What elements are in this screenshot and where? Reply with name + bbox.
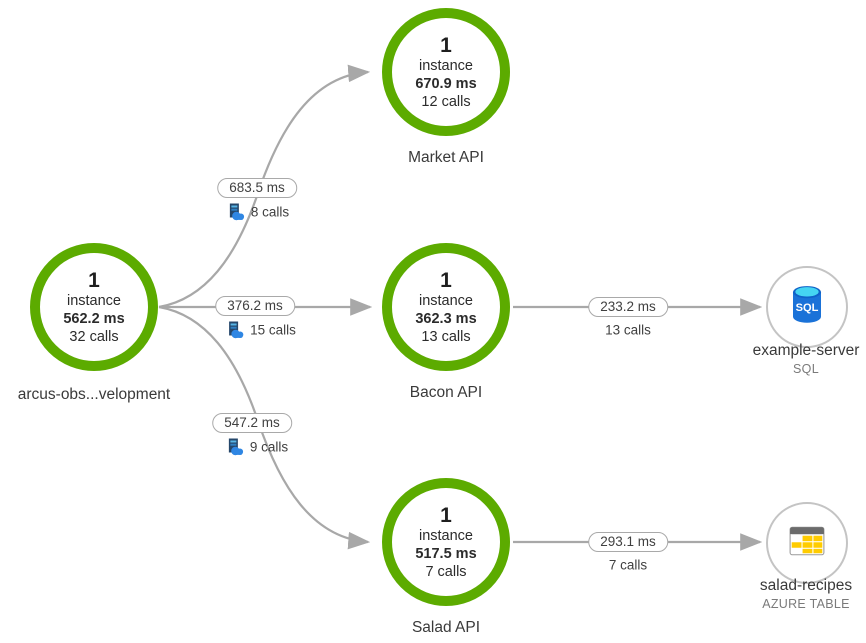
dep-node-sql[interactable]: SQL	[766, 266, 848, 348]
node-label-root: arcus-obs...velopment	[17, 386, 171, 403]
instance-word: instance	[418, 58, 473, 75]
node-label-market: Market API	[408, 149, 484, 166]
edge-calls-salad-table[interactable]: 7 calls	[609, 558, 647, 573]
edge-calls-root-bacon[interactable]: 15 calls	[226, 321, 296, 340]
node-label-salad: Salad API	[411, 619, 481, 636]
edge-calls-label: 7 calls	[608, 557, 648, 573]
app-node-salad[interactable]: 1 instance 517.5 ms 7 calls	[382, 478, 510, 606]
edge-calls-label: 9 calls	[249, 439, 289, 455]
node-type-table: AZURE TABLE	[762, 597, 850, 611]
edge-calls-label: 15 calls	[250, 322, 296, 338]
azure-table-icon	[788, 524, 826, 563]
role-instance-icon	[226, 321, 245, 340]
edge-calls-bacon-sql[interactable]: 13 calls	[605, 323, 651, 338]
role-instance-icon	[227, 203, 246, 222]
node-label-bacon: Bacon API	[409, 384, 483, 401]
svg-text:SQL: SQL	[796, 301, 819, 313]
edge-duration-root-bacon[interactable]: 376.2 ms	[215, 296, 295, 316]
app-node-market[interactable]: 1 instance 670.9 ms 12 calls	[382, 8, 510, 136]
instance-count: 1	[440, 268, 452, 292]
instance-count: 1	[440, 33, 452, 57]
instance-count: 1	[88, 268, 100, 292]
edge-calls-root-market[interactable]: 8 calls	[227, 203, 289, 222]
node-label-table: salad-recipes	[759, 577, 853, 594]
app-node-bacon[interactable]: 1 instance 362.3 ms 13 calls	[382, 243, 510, 371]
edge-duration-bacon-sql[interactable]: 233.2 ms	[588, 297, 668, 317]
avg-duration: 562.2 ms	[63, 310, 125, 327]
avg-duration: 670.9 ms	[415, 75, 477, 92]
sql-database-icon: SQL	[788, 284, 826, 331]
edge-calls-label: 8 calls	[250, 204, 290, 220]
call-count: 7 calls	[425, 563, 467, 580]
avg-duration: 517.5 ms	[415, 545, 477, 562]
call-count: 13 calls	[421, 328, 471, 345]
node-type-sql: SQL	[793, 362, 819, 376]
instance-count: 1	[440, 503, 452, 527]
edge-calls-root-salad[interactable]: 9 calls	[226, 438, 288, 457]
app-node-root[interactable]: 1 instance 562.2 ms 32 calls	[30, 243, 158, 371]
edge-duration-salad-table[interactable]: 293.1 ms	[588, 532, 668, 552]
edge-duration-root-salad[interactable]: 547.2 ms	[212, 413, 292, 433]
call-count: 32 calls	[69, 328, 119, 345]
dep-node-table[interactable]	[766, 502, 848, 584]
avg-duration: 362.3 ms	[415, 310, 477, 327]
edge-calls-label: 13 calls	[605, 322, 651, 338]
role-instance-icon	[226, 438, 245, 457]
edge-duration-root-market[interactable]: 683.5 ms	[217, 178, 297, 198]
node-label-sql: example-server	[752, 342, 860, 359]
instance-word: instance	[418, 293, 473, 310]
instance-word: instance	[418, 528, 473, 545]
instance-word: instance	[66, 293, 121, 310]
call-count: 12 calls	[421, 93, 471, 110]
